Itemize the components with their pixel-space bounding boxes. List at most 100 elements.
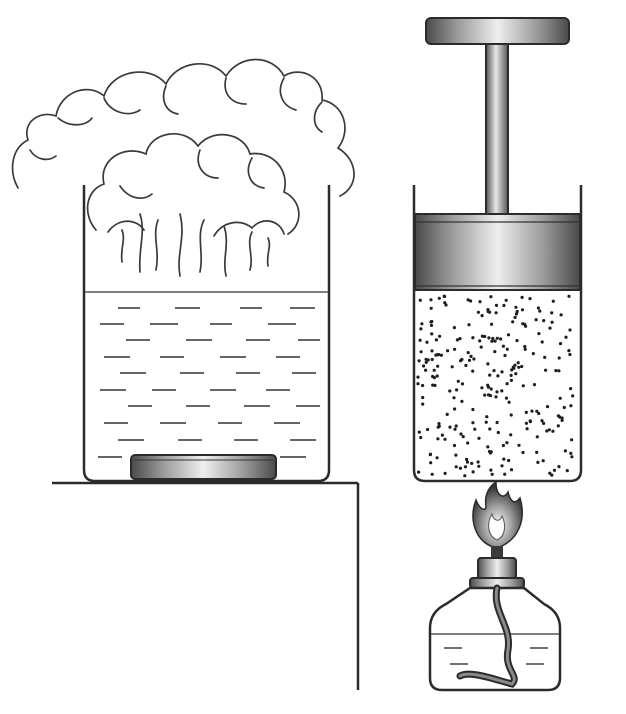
gas-particle bbox=[466, 298, 470, 302]
gas-particle bbox=[463, 465, 468, 469]
gas-particle bbox=[505, 347, 509, 351]
gas-particle bbox=[443, 294, 447, 299]
gas-particle bbox=[509, 373, 513, 377]
gas-particle bbox=[541, 459, 545, 463]
gas-particle bbox=[434, 338, 438, 342]
gas-particle bbox=[502, 303, 506, 308]
gas-particle bbox=[453, 407, 457, 411]
gas-particle bbox=[536, 306, 541, 310]
gas-particle bbox=[514, 372, 518, 376]
gas-particle bbox=[569, 387, 573, 391]
gas-particle bbox=[534, 318, 538, 322]
gas-particle bbox=[471, 336, 475, 340]
gas-particle bbox=[480, 386, 484, 390]
gas-particle bbox=[530, 409, 534, 413]
gas-particle bbox=[560, 418, 564, 422]
gas-particle bbox=[430, 472, 434, 476]
gas-particle bbox=[424, 357, 428, 361]
gas-particle bbox=[487, 336, 491, 340]
gas-particle bbox=[538, 309, 542, 313]
gas-particle bbox=[556, 414, 561, 418]
gas-particle bbox=[420, 322, 424, 326]
gas-particle bbox=[443, 471, 447, 475]
gas-particle bbox=[455, 338, 459, 342]
gas-particle bbox=[460, 382, 465, 386]
gas-particle bbox=[424, 360, 428, 364]
gas-particle bbox=[567, 349, 571, 353]
gas-particle bbox=[523, 347, 527, 351]
gas-particle bbox=[500, 389, 504, 393]
gas-particle bbox=[454, 424, 458, 428]
gas-particle bbox=[460, 357, 464, 362]
gas-particle bbox=[459, 432, 463, 436]
gas-particle bbox=[431, 383, 435, 387]
gas-particle bbox=[501, 443, 505, 448]
gas-particle bbox=[550, 320, 554, 324]
gas-particle bbox=[501, 344, 505, 348]
table bbox=[52, 481, 360, 690]
piston-head bbox=[414, 213, 581, 291]
gas-particle bbox=[458, 466, 462, 470]
gas-particles bbox=[416, 294, 575, 478]
gas-particle bbox=[488, 427, 492, 431]
gas-particle bbox=[429, 298, 433, 302]
gas-particle bbox=[435, 456, 439, 460]
gas-particle bbox=[500, 464, 504, 468]
gas-particle bbox=[464, 363, 468, 368]
gas-particle bbox=[507, 400, 511, 404]
gas-particle bbox=[434, 353, 438, 357]
gas-particle bbox=[422, 364, 426, 368]
gas-particle bbox=[504, 396, 509, 400]
gas-particle bbox=[419, 435, 423, 440]
gas-particle bbox=[514, 312, 519, 316]
beaker bbox=[82, 185, 331, 483]
gas-particle bbox=[513, 315, 517, 319]
gas-particle bbox=[437, 424, 441, 428]
gas-particle bbox=[532, 383, 537, 387]
gas-particle bbox=[571, 394, 575, 398]
gas-particle bbox=[510, 368, 514, 372]
gas-particle bbox=[513, 363, 517, 367]
gas-particle bbox=[548, 326, 552, 330]
gas-particle bbox=[517, 443, 521, 447]
gas-particle bbox=[436, 364, 440, 368]
gas-particle bbox=[478, 339, 482, 343]
alcohol-lamp bbox=[428, 557, 562, 692]
gas-particle bbox=[552, 468, 557, 472]
gas-particle bbox=[535, 435, 539, 439]
gas-particle bbox=[491, 336, 495, 341]
gas-particle bbox=[528, 419, 532, 423]
gas-particle bbox=[448, 425, 452, 429]
gas-particle bbox=[521, 322, 525, 326]
gas-particle bbox=[569, 451, 573, 455]
gas-particle bbox=[430, 349, 434, 353]
gas-particle bbox=[523, 344, 527, 349]
gas-particle bbox=[509, 468, 514, 472]
gas-particle bbox=[506, 333, 511, 337]
gas-particle bbox=[570, 438, 574, 442]
gas-particle bbox=[429, 306, 433, 310]
gas-particle bbox=[467, 358, 472, 362]
gas-particle bbox=[446, 349, 450, 353]
gas-particle bbox=[465, 460, 470, 464]
gas-particle bbox=[495, 336, 499, 340]
gas-particle bbox=[536, 460, 540, 464]
gas-particle bbox=[421, 395, 425, 400]
gas-particle bbox=[466, 441, 470, 445]
gas-particle bbox=[476, 310, 480, 314]
gas-particle bbox=[505, 382, 509, 386]
gas-particle bbox=[528, 297, 532, 301]
gas-particle bbox=[515, 309, 519, 314]
gas-particle bbox=[494, 303, 499, 307]
gas-particle bbox=[429, 461, 433, 465]
piston-rod bbox=[485, 43, 509, 217]
gas-particle bbox=[520, 364, 524, 369]
gas-particle bbox=[490, 472, 494, 476]
piston-handle bbox=[425, 17, 570, 45]
gas-particle bbox=[570, 455, 574, 459]
steam-cloud bbox=[11, 58, 355, 277]
gas-particle bbox=[524, 324, 528, 328]
gas-particle bbox=[417, 470, 421, 474]
gas-particle bbox=[524, 410, 528, 414]
gas-particle bbox=[517, 365, 521, 369]
